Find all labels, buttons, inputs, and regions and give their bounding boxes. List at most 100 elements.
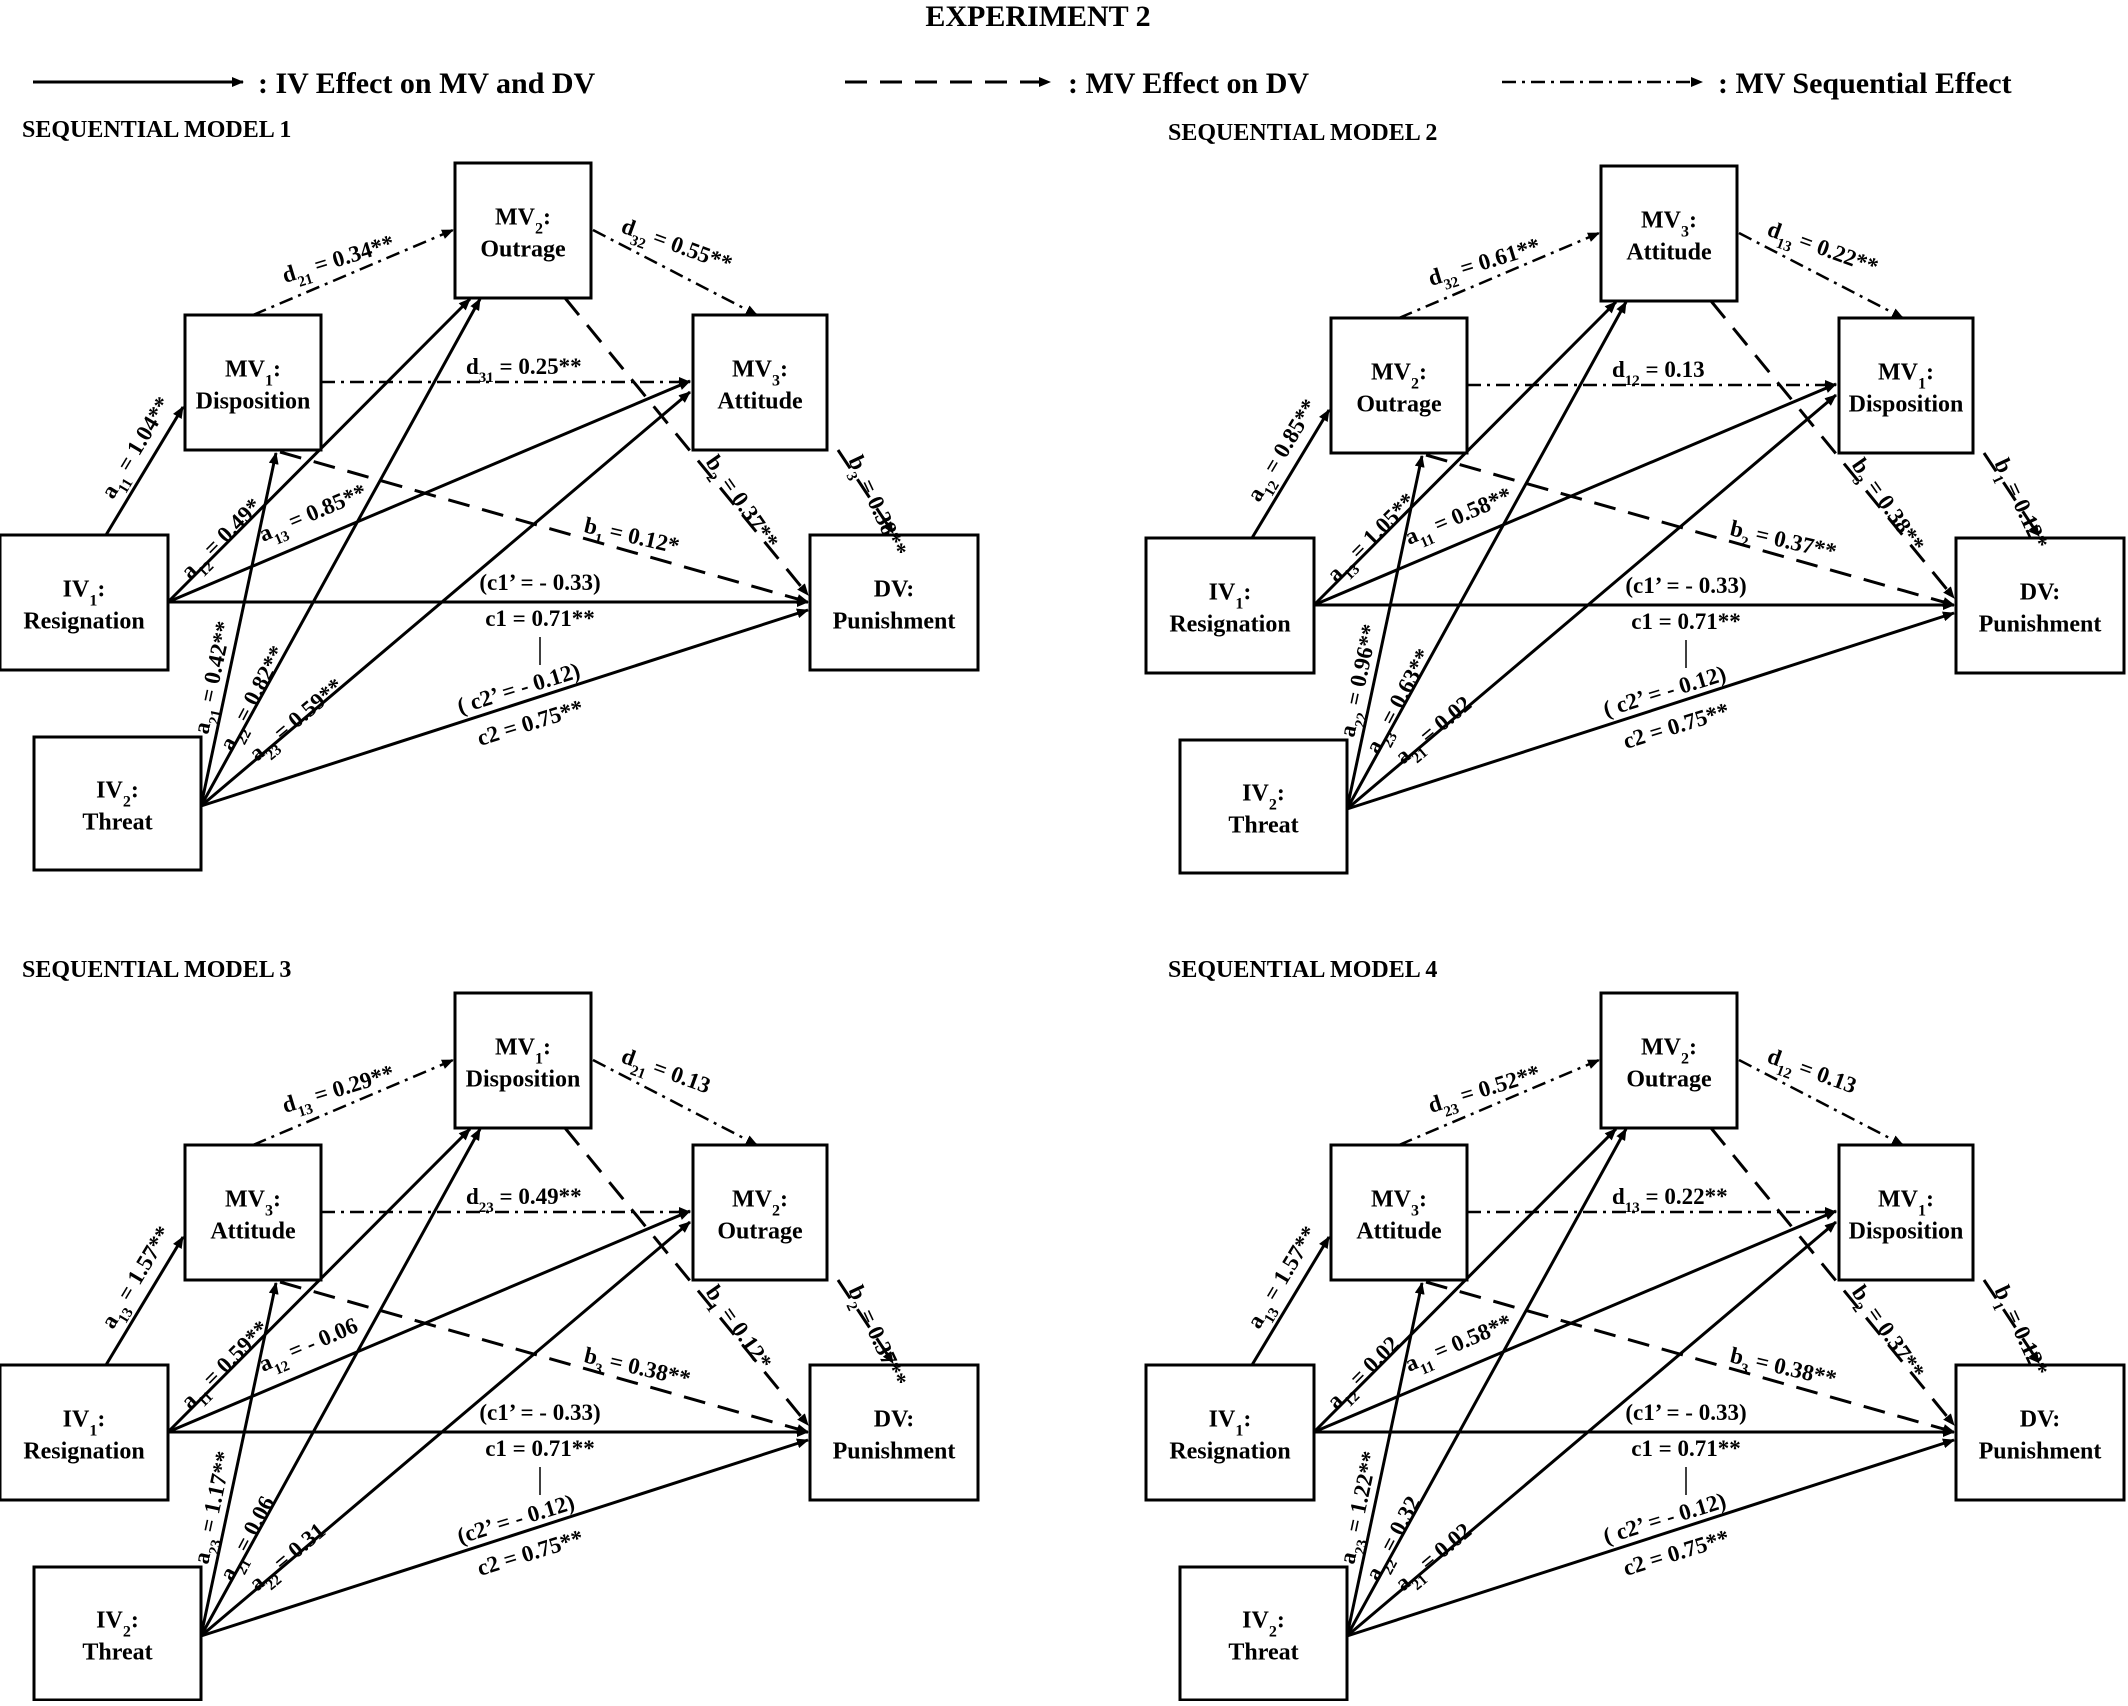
models: SEQUENTIAL MODEL 1MV2:OutrageMV1:Disposi… [0,117,2126,1702]
node-name-right: MV3: [732,357,788,390]
node-left: MV2:Outrage [1329,316,1469,455]
node-name-iv2: IV2: [96,1608,139,1641]
node-box-top [453,991,593,1130]
node-box-right [691,1143,829,1282]
path-label-c1-prime: (c1’ = - 0.33) [1625,1400,1746,1425]
path-label-d-lr: d23 = 0.49** [466,1184,582,1216]
node-top: MV3:Attitude [1599,164,1739,303]
node-label-left: Attitude [1356,1219,1442,1245]
path-label-b-left: b3 = 0.38** [580,1343,693,1399]
node-iv2: IV2:Threat [32,1565,203,1702]
node-iv2: IV2:Threat [1178,1565,1349,1702]
node-label-right: Disposition [1849,1219,1964,1245]
path-arrow-b-right [836,1279,895,1364]
node-box-top [453,161,593,300]
model-title: SEQUENTIAL MODEL 2 [1168,120,1437,146]
node-iv2: IV2:Threat [32,735,203,872]
path-label-c1: c1 = 0.71** [1631,1436,1741,1461]
node-name-dv: DV: [2020,1407,2060,1433]
node-name-iv1: IV1: [63,577,106,610]
path-label-d-tr: d21 = 0.13 [616,1043,714,1105]
path-arrow-d-lt [1398,231,1600,320]
path-arrow-a-iv1-left [104,1236,185,1366]
node-right: MV1:Disposition [1837,316,1975,455]
node-box-iv2 [1178,1565,1349,1702]
node-label-left: Disposition [196,389,311,415]
node-iv1: IV1:Resignation [1144,536,1316,675]
path-label-a-iv1-right: a11 = 0.58** [1401,1309,1518,1383]
node-label-dv: Punishment [833,1439,956,1465]
node-box-top [1599,164,1739,303]
path-arrow-b-right [836,449,895,534]
figure-title: EXPERIMENT 2 [925,0,1150,33]
path-label-c1-prime: (c1’ = - 0.33) [1625,573,1746,598]
path-arrow-b-top [563,1127,810,1426]
path-label-a-iv1-left: a13 = 1.57** [96,1222,182,1337]
path-arrow-b-left [1425,1280,1955,1434]
path-arrow-a-iv1-right [167,1209,691,1434]
path-label-d-lt: d13 = 0.29** [279,1060,399,1124]
legend-label-dash: : MV Effect on DV [1068,67,1309,100]
node-box-iv2 [32,735,203,872]
path-arrow-a-iv2-top [1345,301,1628,810]
node-box-right [691,313,829,452]
node-box-right [1837,1143,1975,1282]
path-label-c1: c1 = 0.71** [485,606,595,631]
node-left: MV3:Attitude [183,1143,323,1282]
path-arrow-c2 [200,1438,809,1638]
node-label-iv1: Resignation [23,1439,144,1465]
node-label-top: Attitude [1626,240,1712,266]
path-arrow-c2 [1346,1438,1955,1638]
node-name-right: MV2: [732,1187,788,1220]
node-top: MV2:Outrage [453,161,593,300]
node-box-dv [808,1363,980,1502]
node-label-iv2: Threat [82,810,152,836]
path-arrow-a-iv1-right [1313,382,1837,607]
path-label-d-lr: d31 = 0.25** [466,354,582,386]
node-label-dv: Punishment [1979,612,2102,638]
node-iv1: IV1:Resignation [0,1363,170,1502]
node-label-dv: Punishment [1979,1439,2102,1465]
path-arrow-b-right [1982,452,2041,537]
node-name-iv2: IV2: [1242,1608,1285,1641]
node-top: MV2:Outrage [1599,991,1739,1130]
path-arrow-a-iv2-left [1345,455,1425,810]
node-label-right: Outrage [717,1219,803,1245]
node-label-iv1: Resignation [1169,612,1290,638]
path-label-d-lr: d12 = 0.13 [1612,357,1705,389]
path-arrow-a-iv1-left [1250,409,1331,539]
node-label-top: Outrage [480,237,566,263]
node-label-right: Attitude [717,389,803,415]
path-arrow-d-tr [1738,1058,1904,1147]
path-arrow-d-tr [1738,231,1904,320]
node-left: MV3:Attitude [1329,1143,1469,1282]
path-arrow-b-top [1709,1127,1956,1426]
path-label-d-lt: d23 = 0.52** [1425,1060,1545,1124]
path-arrow-a-iv1-right [1313,1209,1837,1434]
node-box-top [1599,991,1739,1130]
node-iv2: IV2:Threat [1178,738,1349,875]
path-arrow-a-iv2-right [1346,1220,1837,1638]
node-label-left: Attitude [210,1219,296,1245]
node-dv: DV:Punishment [1954,536,2126,675]
node-name-top: MV1: [495,1035,551,1068]
path-label-d-lt: d21 = 0.34** [279,230,399,294]
node-name-iv2: IV2: [96,778,139,811]
path-label-a-iv1-right: a13 = 0.85** [255,479,373,553]
path-arrow-a-iv1-right [167,379,691,604]
node-label-iv1: Resignation [1169,1439,1290,1465]
node-box-right [1837,316,1975,455]
path-label-b-top: b3 = 0.38** [1841,454,1929,561]
node-box-dv [1954,1363,2126,1502]
path-arrow-a-iv2-left [199,452,279,807]
node-dv: DV: Punishment [1954,1363,2126,1502]
path-arrow-b-left [279,1280,809,1434]
node-label-iv2: Threat [1228,1640,1298,1666]
node-box-iv1 [1144,536,1316,675]
node-top: MV1:Disposition [453,991,593,1130]
path-arrow-a-iv2-left [1345,1282,1425,1637]
node-name-left: MV3: [225,1187,281,1220]
path-arrow-c2 [200,608,809,808]
